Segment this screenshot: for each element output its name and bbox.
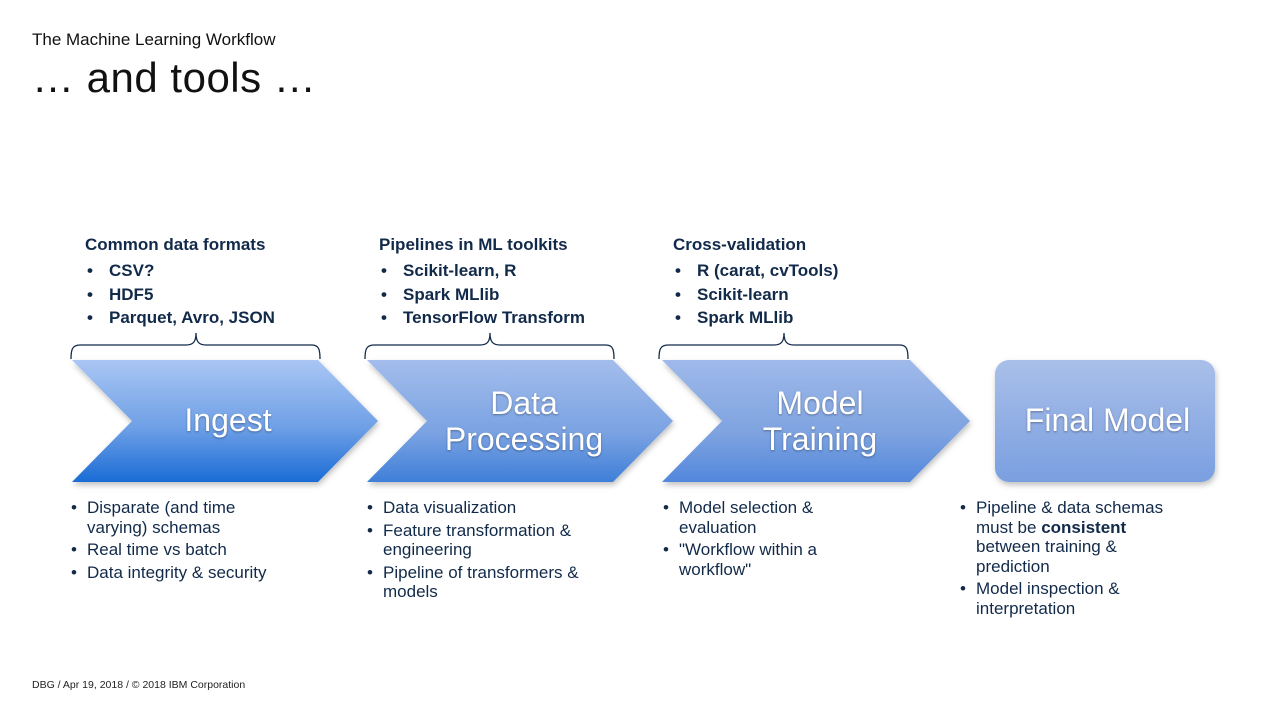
- stage-line: Processing: [444, 421, 604, 457]
- tool-item: CSV?: [85, 259, 275, 283]
- tool-item: Spark MLlib: [673, 306, 838, 330]
- curly-brace-icon: [364, 332, 615, 360]
- curly-brace-icon: [658, 332, 909, 360]
- notes-data-processing: Data visualization Feature transformatio…: [367, 498, 607, 605]
- tools-ingest: Common data formats CSV? HDF5 Parquet, A…: [85, 235, 275, 330]
- stage-data-processing-label: Data Processing: [424, 385, 624, 457]
- notes-model-training: Model selection & evaluation "Workflow w…: [663, 498, 863, 582]
- tools-heading: Pipelines in ML toolkits: [379, 235, 568, 254]
- tools-data-processing: Pipelines in ML toolkits Scikit-learn, R…: [379, 235, 585, 330]
- note-item: Data visualization: [367, 498, 607, 518]
- notes-ingest: Disparate (and time varying) schemas Rea…: [71, 498, 291, 585]
- tool-item: Scikit-learn: [673, 283, 838, 307]
- note-item: Real time vs batch: [71, 540, 291, 560]
- note-item: "Workflow within a workflow": [663, 540, 863, 579]
- stage-ingest-label: Ingest: [184, 402, 272, 438]
- note-item: Model inspection & interpretation: [960, 579, 1190, 618]
- note-item: Disparate (and time varying) schemas: [71, 498, 291, 537]
- note-item: Feature transformation & engineering: [367, 521, 607, 560]
- tool-item: Spark MLlib: [379, 283, 585, 307]
- final-model-box: [995, 360, 1215, 482]
- curly-brace-icon: [70, 332, 321, 360]
- tool-item: R (carat, cvTools): [673, 259, 838, 283]
- model-training-chevron: [662, 360, 970, 482]
- slide-footer: DBG / Apr 19, 2018 / © 2018 IBM Corporat…: [32, 679, 246, 691]
- tools-model-training: Cross-validation R (carat, cvTools) Scik…: [673, 235, 838, 330]
- notes-final-model: Pipeline & data schemas must be consiste…: [960, 498, 1190, 621]
- stage-line: Data: [490, 385, 558, 421]
- tools-heading: Common data formats: [85, 235, 266, 254]
- tool-item: HDF5: [85, 283, 275, 307]
- tool-item: TensorFlow Transform: [379, 306, 585, 330]
- ingest-chevron: [72, 360, 378, 482]
- tool-item: Scikit-learn, R: [379, 259, 585, 283]
- note-item: Pipeline & data schemas must be consiste…: [960, 498, 1190, 576]
- note-item: Pipeline of transformers & models: [367, 563, 607, 602]
- stage-line: Training: [762, 421, 878, 457]
- stage-model-training-label: Model Training: [740, 385, 900, 457]
- emphasis-text: consistent: [1041, 517, 1127, 537]
- tools-heading: Cross-validation: [673, 235, 807, 254]
- stage-line: Model: [776, 385, 864, 421]
- tool-item: Parquet, Avro, JSON: [85, 306, 275, 330]
- slide-subtitle: The Machine Learning Workflow: [32, 30, 276, 49]
- data-processing-chevron: [367, 360, 673, 482]
- slide-title: … and tools …: [32, 54, 317, 101]
- note-item: Data integrity & security: [71, 563, 291, 583]
- note-item: Model selection & evaluation: [663, 498, 863, 537]
- stage-final-model-label: Final Model: [1024, 402, 1191, 438]
